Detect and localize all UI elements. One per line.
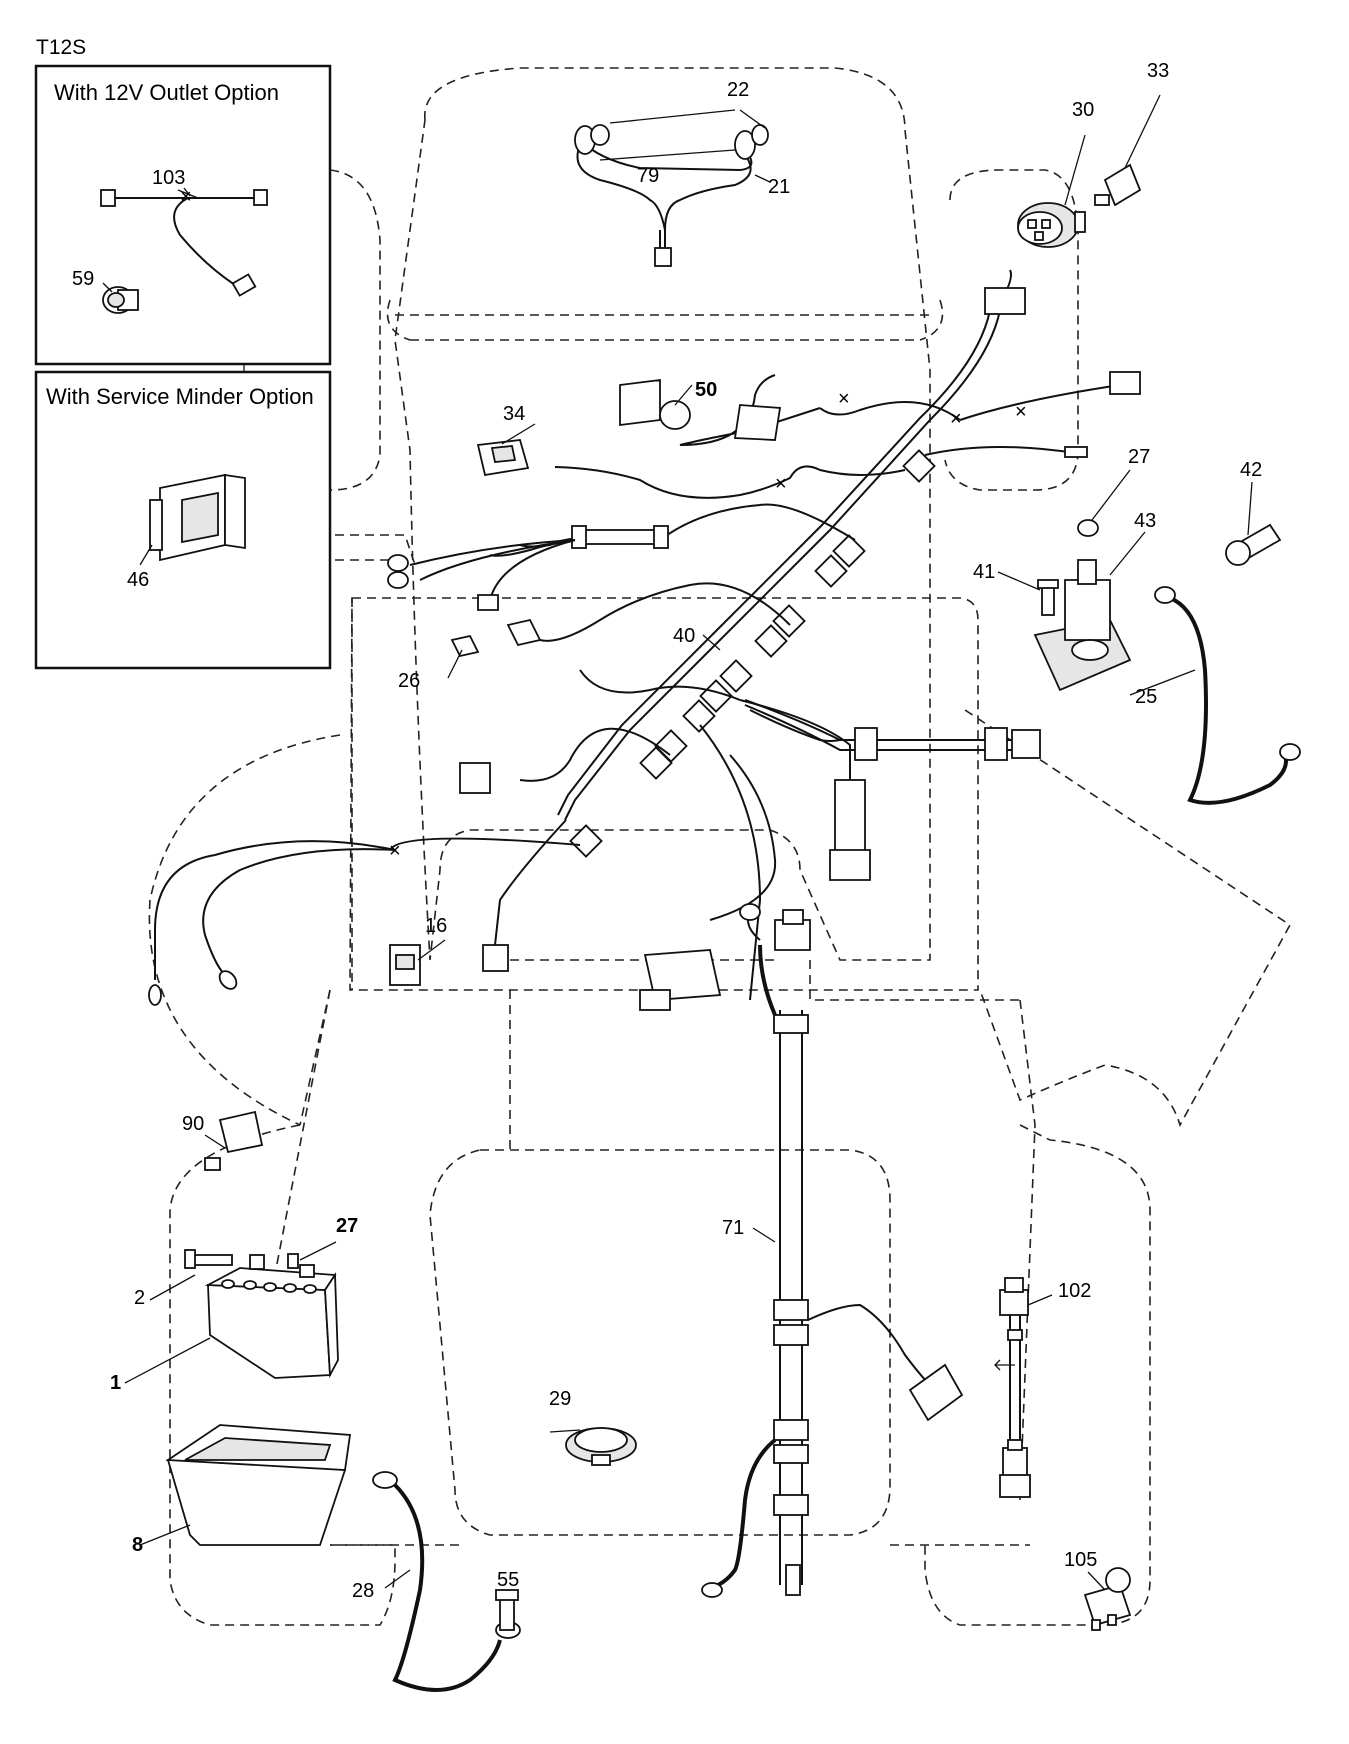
callout-34: 34 xyxy=(503,403,525,425)
callout-30: 30 xyxy=(1072,99,1094,121)
fuse-26-icon xyxy=(450,634,480,658)
main-harness: × × × × × × xyxy=(148,186,1141,1011)
callout-2: 2 xyxy=(134,1287,145,1309)
solenoid-43-icon xyxy=(1033,519,1132,692)
callout-103: 103 xyxy=(152,167,185,189)
hood-outline xyxy=(394,67,931,961)
terminal-boot-42-icon xyxy=(1225,523,1282,566)
callout-59: 59 xyxy=(72,268,94,290)
callout-labels: 103 59 46 22 79 21 30 33 50 34 27 42 43 … xyxy=(72,60,1262,1602)
svg-text:×: × xyxy=(180,186,192,208)
outlet-harness xyxy=(100,187,268,297)
callout-102: 102 xyxy=(1058,1280,1091,1302)
callout-27-bottom: 27 xyxy=(336,1215,358,1237)
callout-40: 40 xyxy=(673,625,695,647)
svg-text:×: × xyxy=(1015,401,1027,423)
callout-105: 105 xyxy=(1064,1549,1097,1571)
harness-102-icon xyxy=(994,1277,1031,1498)
harness-71 xyxy=(701,903,964,1598)
service-option-title: With Service Minder Option xyxy=(46,384,314,409)
ignition-key-icon xyxy=(1094,94,1161,207)
service-minder-display-icon xyxy=(149,473,246,562)
callout-46: 46 xyxy=(127,569,149,591)
callout-27-top: 27 xyxy=(1128,446,1150,468)
battery-tray-8-icon xyxy=(165,1424,352,1546)
bolt-41-icon xyxy=(1037,579,1059,616)
svg-text:×: × xyxy=(950,408,962,430)
bolt-55-icon xyxy=(495,1589,519,1631)
battery-icon xyxy=(204,1254,339,1379)
key-switch-34-icon xyxy=(476,439,530,477)
ignition-switch-icon xyxy=(1017,134,1086,248)
headlight-switch-icon xyxy=(619,378,691,430)
headlight-harness xyxy=(574,109,771,267)
callout-1: 1 xyxy=(110,1372,121,1394)
callout-42: 42 xyxy=(1240,459,1262,481)
callout-33: 33 xyxy=(1147,60,1169,82)
callout-21: 21 xyxy=(768,176,790,198)
svg-text:×: × xyxy=(389,840,401,862)
callout-43: 43 xyxy=(1134,510,1156,532)
callout-50: 50 xyxy=(695,379,717,401)
service-option-box: With Service Minder Option xyxy=(34,364,332,670)
callout-29: 29 xyxy=(549,1388,571,1410)
connector-90-icon xyxy=(204,1110,264,1171)
callout-28: 28 xyxy=(352,1580,374,1602)
relay-16-icon xyxy=(389,944,421,986)
callout-55: 55 xyxy=(497,1569,519,1591)
power-outlet-icon xyxy=(102,286,139,314)
leader-lines xyxy=(102,189,1253,1591)
seat-switch-29-icon xyxy=(565,1427,637,1466)
outlet-option-title: With 12V Outlet Option xyxy=(54,80,279,105)
switch-105-icon xyxy=(1083,1567,1132,1631)
callout-8: 8 xyxy=(132,1534,143,1556)
callout-79: 79 xyxy=(637,165,659,187)
callout-90: 90 xyxy=(182,1113,204,1135)
battery-cable-25-icon xyxy=(1154,586,1301,805)
battery-bolt-2-icon xyxy=(184,1249,299,1269)
callout-71: 71 xyxy=(722,1217,744,1239)
outlet-option-box: With 12V Outlet Option xyxy=(34,64,332,366)
callout-22: 22 xyxy=(727,79,749,101)
callout-26: 26 xyxy=(398,670,420,692)
model-code: T12S xyxy=(36,36,86,59)
svg-text:×: × xyxy=(775,473,787,495)
svg-text:×: × xyxy=(838,388,850,410)
callout-41: 41 xyxy=(973,561,995,583)
callout-16: 16 xyxy=(425,915,447,937)
